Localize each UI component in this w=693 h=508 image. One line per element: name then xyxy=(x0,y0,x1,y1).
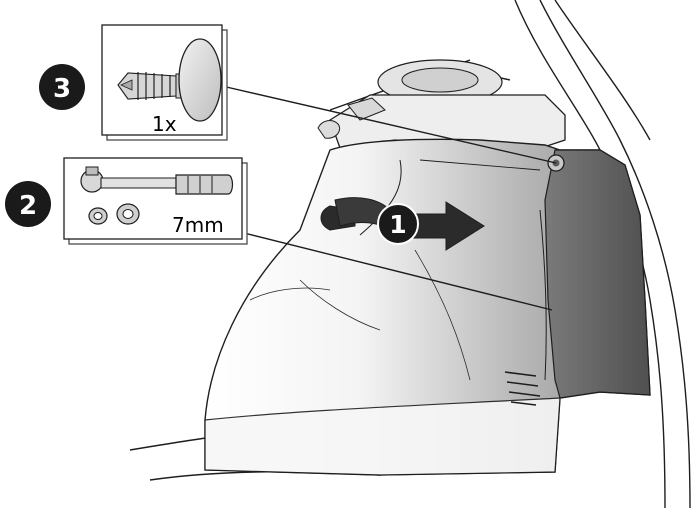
tool-callout-box: 7mm xyxy=(63,157,248,245)
step-number-3: 3 xyxy=(53,74,71,104)
step-badge-1: 1 xyxy=(377,203,419,245)
leader-lines xyxy=(221,85,557,311)
step-badge-2: 2 xyxy=(5,181,51,227)
parcel-shelf-bracket xyxy=(317,94,566,151)
fastener-callout-box: 1x xyxy=(101,24,228,141)
shelf-speaker xyxy=(377,59,503,105)
socket-icon xyxy=(88,203,140,225)
step-number-2: 2 xyxy=(19,191,37,221)
pull-out-arrow-icon xyxy=(320,197,485,251)
step-badge-3: 3 xyxy=(39,64,85,110)
push-clip-icon xyxy=(117,38,222,122)
fastener-quantity-label: 1x xyxy=(152,112,177,136)
side-trim-panel xyxy=(204,138,651,476)
ratchet-wrench-icon xyxy=(80,166,234,195)
vent-slots xyxy=(504,371,541,406)
socket-size-label: 7mm xyxy=(172,213,224,237)
step-number-1: 1 xyxy=(389,210,406,239)
